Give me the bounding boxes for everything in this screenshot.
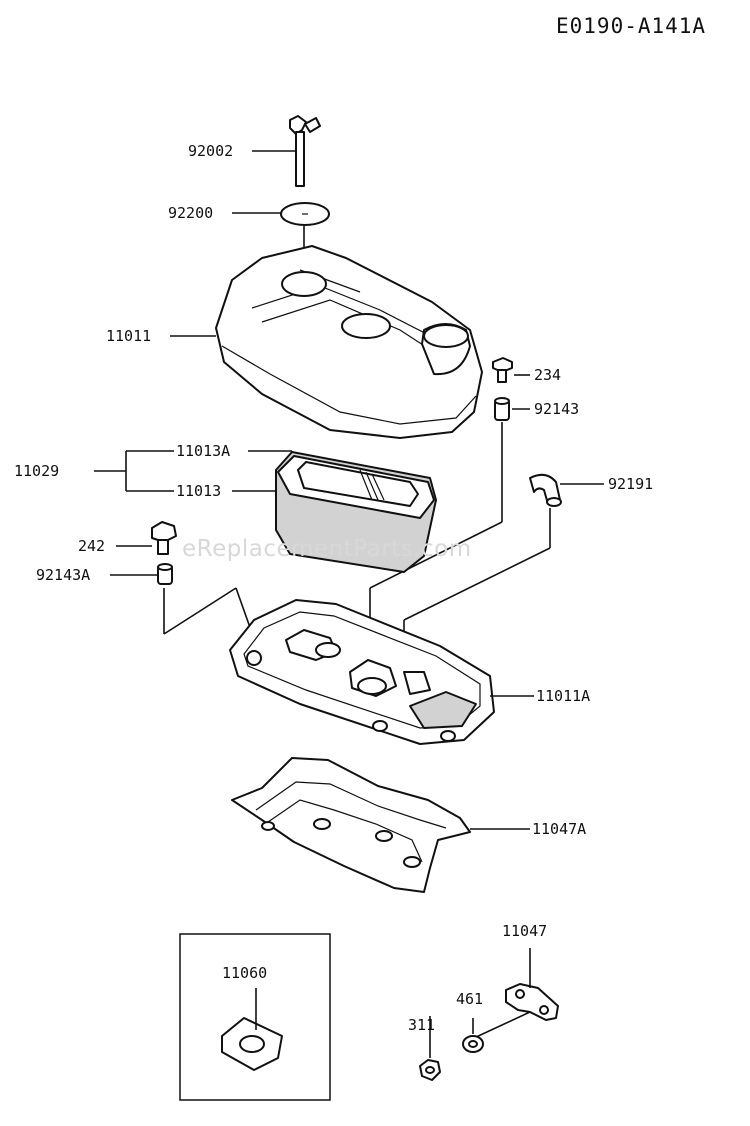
filter-element-11013-drawing: [275, 451, 437, 573]
base-11011A-drawing: [229, 599, 495, 745]
part-label-242: 242: [78, 537, 105, 555]
part-label-92143: 92143: [534, 400, 579, 418]
watermark: eReplacementParts.com: [182, 536, 472, 562]
part-label-11047A: 11047A: [532, 820, 586, 838]
part-label-92191: 92191: [608, 475, 653, 493]
collar-92143-drawing: [494, 397, 510, 421]
part-label-92200: 92200: [168, 204, 213, 222]
washer-461-drawing: [462, 1035, 484, 1053]
part-label-11013A: 11013A: [176, 442, 230, 460]
part-label-92143A: 92143A: [36, 566, 90, 584]
gasket-11060-drawing: [221, 1017, 283, 1071]
part-label-11011A: 11011A: [536, 687, 590, 705]
part-label-11013: 11013: [176, 482, 221, 500]
collar-92143A-drawing: [157, 563, 173, 585]
plate-11047A-drawing: [231, 757, 471, 893]
nut-311-drawing: [419, 1059, 441, 1081]
part-label-11011: 11011: [106, 327, 151, 345]
part-label-234: 234: [534, 366, 561, 384]
bolt-242-drawing: [151, 521, 177, 555]
part-label-461: 461: [456, 990, 483, 1008]
part-label-311: 311: [408, 1016, 435, 1034]
elbow-hose-92191-drawing: [529, 473, 562, 507]
gasket-inset-frame: [179, 933, 331, 1101]
bolt-234-drawing: [492, 357, 513, 383]
part-label-11029: 11029: [14, 462, 59, 480]
air-cleaner-cover-11011-drawing: [215, 245, 483, 439]
diagram-code: E0190-A141A: [556, 14, 707, 38]
part-label-92002: 92002: [188, 142, 233, 160]
washer-92200-drawing: [280, 202, 330, 226]
wing-bolt-92002-drawing: [289, 115, 321, 187]
part-label-11047: 11047: [502, 922, 547, 940]
bracket-11047-drawing: [505, 983, 559, 1021]
part-label-11060: 11060: [222, 964, 267, 982]
